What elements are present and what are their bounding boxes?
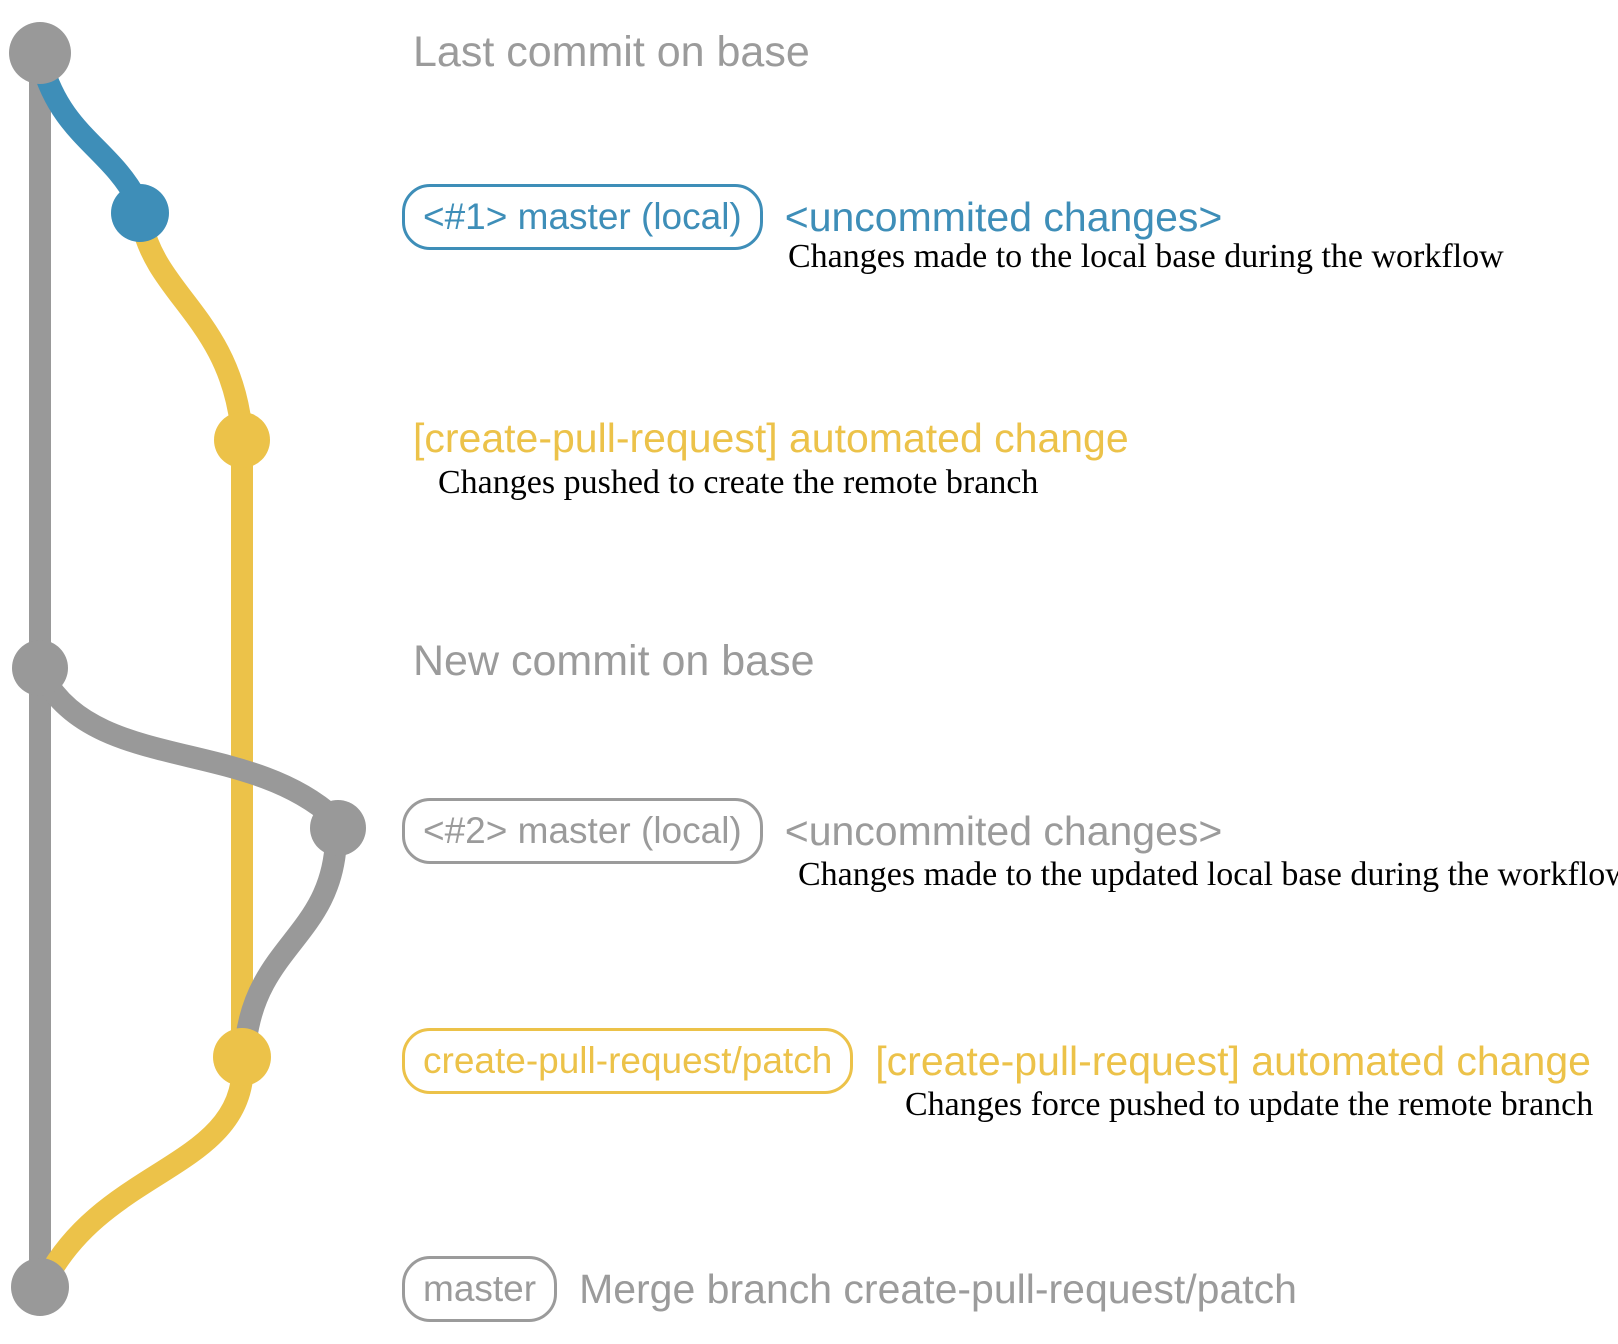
row-commit-1: <#1> master (local) <uncommited changes> bbox=[402, 184, 1223, 251]
commit-node-push-1 bbox=[214, 412, 270, 468]
commit-message-uncommited-2: <uncommited changes> bbox=[784, 807, 1223, 854]
commit-node-push-2 bbox=[213, 1028, 271, 1086]
local-branch-line-2 bbox=[32, 665, 344, 828]
description-push-create: Changes pushed to create the remote bran… bbox=[438, 464, 1039, 501]
branch-badge-master: master bbox=[402, 1256, 558, 1323]
commit-message-automated-change-2: [create-pull-request] automated change bbox=[875, 1037, 1591, 1084]
commit-message-merge: Merge branch create-pull-request/patch bbox=[579, 1265, 1297, 1312]
branch-badge-master-local-1: <#1> master (local) bbox=[402, 184, 763, 251]
git-graph bbox=[9, 22, 366, 1316]
local-branch-line-1 bbox=[31, 53, 148, 211]
patch-branch-curve-1 bbox=[131, 213, 252, 436]
commit-node-last-base bbox=[9, 22, 71, 84]
label-new-commit-on-base: New commit on base bbox=[413, 637, 815, 685]
description-local-changes-2: Changes made to the updated local base d… bbox=[798, 856, 1618, 893]
row-force-push: create-pull-request/patch [create-pull-r… bbox=[402, 1028, 1591, 1095]
patch-merge-curve bbox=[34, 1051, 255, 1293]
local-branch-line-3 bbox=[235, 829, 347, 1051]
commit-node-new-base bbox=[12, 640, 68, 696]
branch-badge-master-local-2: <#2> master (local) bbox=[402, 798, 763, 865]
description-local-changes-1: Changes made to the local base during th… bbox=[788, 238, 1504, 275]
commit-node-local-2 bbox=[310, 800, 366, 856]
row-merge: master Merge branch create-pull-request/… bbox=[402, 1256, 1297, 1323]
commit-message-automated-change-1: [create-pull-request] automated change bbox=[413, 415, 1129, 461]
label-last-commit-on-base: Last commit on base bbox=[413, 28, 810, 76]
branch-badge-create-pull-request-patch: create-pull-request/patch bbox=[402, 1028, 854, 1095]
commit-node-merge bbox=[11, 1258, 69, 1316]
commit-message-uncommited-1: <uncommited changes> bbox=[784, 193, 1223, 240]
commit-node-local-1 bbox=[111, 184, 169, 242]
row-commit-2: <#2> master (local) <uncommited changes> bbox=[402, 798, 1223, 865]
description-force-push: Changes force pushed to update the remot… bbox=[905, 1086, 1594, 1123]
